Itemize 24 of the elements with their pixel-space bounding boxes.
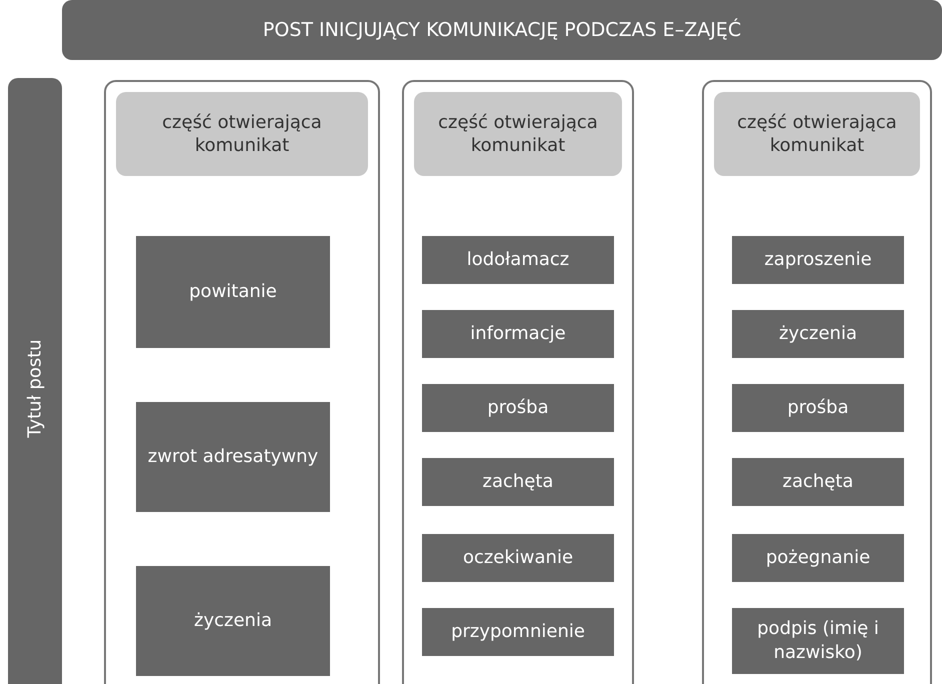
header-banner: POST INICJUJĄCY KOMUNIKACJĘ PODCZAS E–ZAJĘĆ — [62, 0, 942, 60]
section-header: część otwierająca komunikat — [414, 92, 622, 176]
side-band — [8, 78, 62, 684]
vertical-label: Tytuł postu — [24, 338, 46, 438]
item-box: prośba — [422, 384, 614, 432]
column-panel — [702, 80, 932, 684]
item-box: zachęta — [732, 458, 904, 506]
item-box: życzenia — [136, 566, 330, 676]
item-box: zwrot adresatywny — [136, 402, 330, 512]
column-panel — [104, 80, 380, 684]
item-box: zaproszenie — [732, 236, 904, 284]
item-box: oczekiwanie — [422, 534, 614, 582]
item-box: przypomnienie — [422, 608, 614, 656]
item-box: lodołamacz — [422, 236, 614, 284]
item-box: życzenia — [732, 310, 904, 358]
item-box: powitanie — [136, 236, 330, 348]
column-panel — [402, 80, 634, 684]
section-header: część otwierająca komunikat — [116, 92, 368, 176]
item-box: informacje — [422, 310, 614, 358]
item-box: podpis (imię i nazwisko) — [732, 608, 904, 674]
item-box: prośba — [732, 384, 904, 432]
item-box: pożegnanie — [732, 534, 904, 582]
section-header: część otwierająca komunikat — [714, 92, 920, 176]
item-box: zachęta — [422, 458, 614, 506]
